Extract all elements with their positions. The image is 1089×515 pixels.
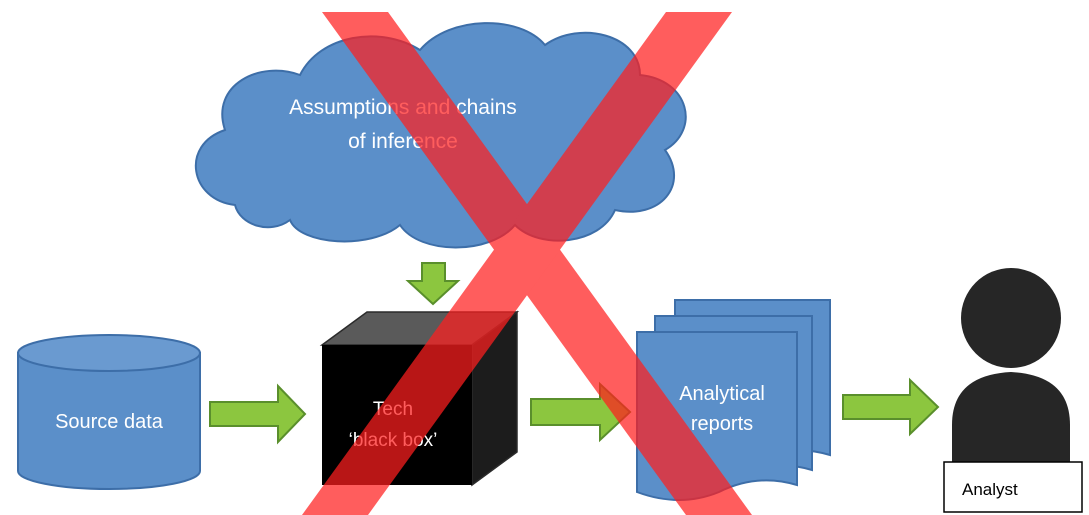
- source-data-cylinder: Source data: [17, 334, 201, 490]
- reports-label-line2: reports: [691, 413, 753, 435]
- analyst-label-box: [943, 461, 1083, 513]
- cross-stroke-right: [302, 12, 732, 515]
- cylinder-body: [17, 352, 201, 490]
- cross-out-mark: [302, 12, 752, 515]
- down-arrow: [405, 262, 461, 306]
- person-head: [961, 268, 1061, 368]
- arrow-reports-to-analyst: [842, 377, 940, 437]
- person-body: [952, 372, 1070, 462]
- source-data-label: Source data: [55, 411, 164, 433]
- person-icon: [952, 268, 1070, 462]
- reports-label-line1: Analytical: [679, 383, 765, 405]
- arrow-source-to-box: [209, 383, 307, 445]
- analyst-label: Analyst: [962, 480, 1018, 499]
- cylinder-top: [17, 334, 201, 372]
